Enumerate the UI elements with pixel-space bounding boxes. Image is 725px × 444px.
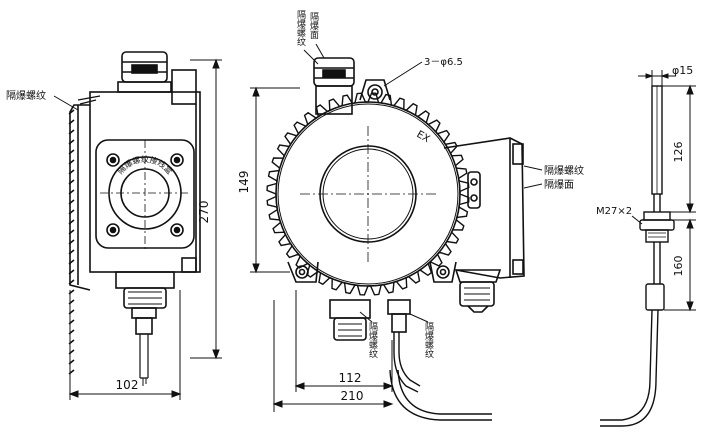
label-flameproof-thread-bottom-1: 隔爆螺纹 <box>367 322 378 359</box>
front-mounting-lug-top <box>359 79 391 101</box>
side-cooling-fins <box>68 95 101 375</box>
front-view <box>266 57 525 421</box>
dim-side-width-label: 102 <box>116 378 139 392</box>
front-junction-box <box>443 137 525 279</box>
dim-probe <box>631 70 696 312</box>
front-bottom-gland-left <box>329 299 371 341</box>
probe-view <box>600 85 675 427</box>
side-flange-plate <box>95 139 195 250</box>
probe-thread-fitting <box>639 211 675 243</box>
dim-front-widths <box>272 290 394 412</box>
dim-probe-upper-length-label: 126 <box>672 142 685 163</box>
side-top-lug <box>171 69 197 105</box>
dim-probe-thread-label: M27×2 <box>596 206 632 217</box>
ex-mark: EX <box>415 129 432 145</box>
front-mounting-lug-right <box>429 261 457 283</box>
front-ring-outer <box>275 101 461 287</box>
dim-probe-diameter-label: φ15 <box>672 64 693 77</box>
front-bottom-gland-right <box>387 299 421 393</box>
dim-side-height <box>190 58 222 360</box>
label-flameproof-thread-side: 隔爆螺纹 <box>6 89 46 102</box>
side-view <box>68 51 201 386</box>
label-flameproof-face-right: 隔爆面 <box>544 179 574 191</box>
front-top-gland <box>313 57 355 115</box>
side-top-gland <box>117 51 172 93</box>
dim-front-width-label: 210 <box>341 389 364 403</box>
side-body <box>89 91 201 273</box>
side-bottom-gland <box>115 271 175 386</box>
dim-probe-lower-length-label: 160 <box>672 256 685 277</box>
label-flameproof-thread-top: 隔爆螺纹 <box>295 10 306 47</box>
label-flameproof-face-top: 隔爆面 <box>308 12 319 40</box>
dim-side-height-label: 270 <box>197 201 211 224</box>
dim-front-inner-width-label: 112 <box>339 371 362 385</box>
front-mounting-lug-left <box>287 261 319 283</box>
dim-front-height <box>250 86 300 274</box>
dim-front-height-label: 149 <box>237 171 251 194</box>
label-holes: 3－φ6.5 <box>424 57 463 68</box>
label-flameproof-thread-right: 隔爆螺纹 <box>544 164 584 177</box>
label-flameproof-thread-bottom-2: 隔爆螺纹 <box>423 322 434 359</box>
dim-side-width <box>68 290 182 400</box>
front-side-gland <box>454 269 502 313</box>
